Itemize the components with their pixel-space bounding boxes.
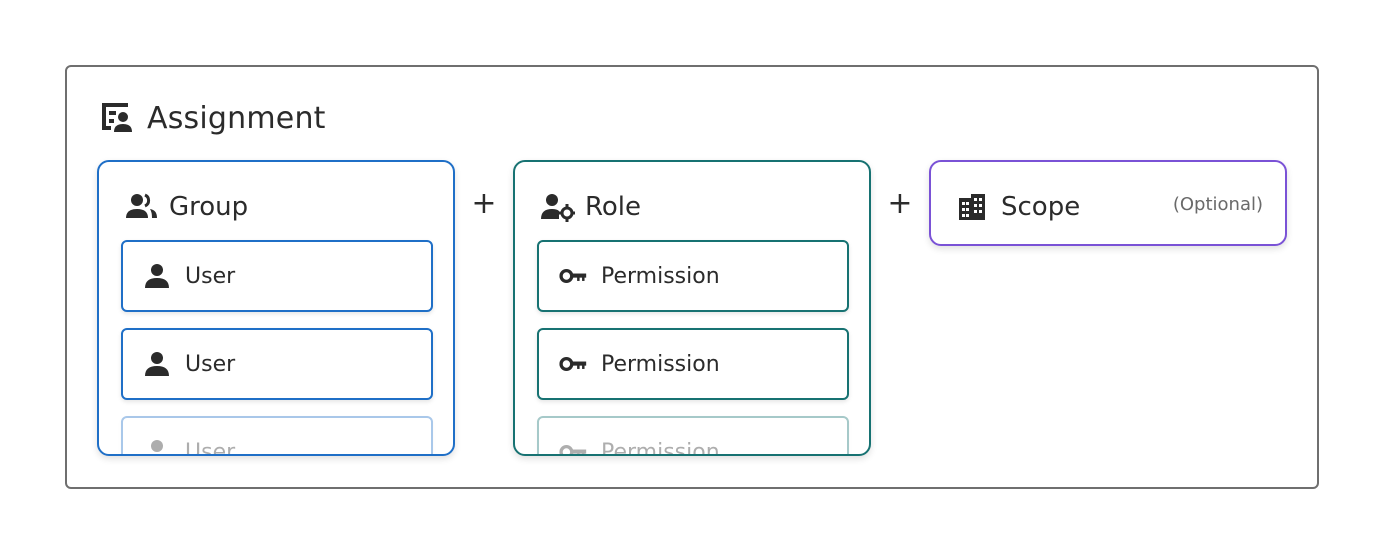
permission-label: Permission: [601, 439, 720, 456]
group-card: Group User User User: [97, 160, 455, 456]
group-user-item: User: [121, 328, 433, 400]
role-header: Role: [541, 188, 641, 226]
scope-header: Scope: [957, 188, 1080, 226]
user-label: User: [185, 263, 236, 289]
assignment-header: Assignment: [101, 99, 326, 137]
scope-optional-note: (Optional): [1172, 194, 1263, 215]
role-permission-item: Permission: [537, 240, 849, 312]
role-card: Role Permission Permission: [513, 160, 871, 456]
group-user-item-faded: User: [121, 416, 433, 456]
user-icon: [143, 262, 171, 290]
scope-title: Scope: [1001, 192, 1081, 222]
role-permission-item: Permission: [537, 328, 849, 400]
plus-operator: +: [887, 186, 913, 221]
key-icon: [559, 262, 587, 290]
plus-operator: +: [471, 186, 497, 221]
building-icon: [957, 190, 991, 224]
key-icon: [559, 438, 587, 454]
user-icon: [143, 350, 171, 378]
role-icon: [541, 190, 575, 224]
key-icon: [559, 350, 587, 378]
group-title: Group: [169, 192, 249, 222]
group-header: Group: [125, 188, 248, 226]
role-title: Role: [585, 192, 642, 222]
user-icon: [143, 438, 171, 454]
user-label: User: [185, 439, 236, 456]
group-user-item: User: [121, 240, 433, 312]
permission-label: Permission: [601, 263, 720, 289]
scope-card: Scope (Optional): [929, 160, 1287, 246]
assignment-title: Assignment: [147, 100, 326, 136]
permission-label: Permission: [601, 351, 720, 377]
user-label: User: [185, 351, 236, 377]
group-icon: [125, 190, 159, 224]
role-permission-item-faded: Permission: [537, 416, 849, 456]
assignment-icon: [101, 101, 135, 135]
